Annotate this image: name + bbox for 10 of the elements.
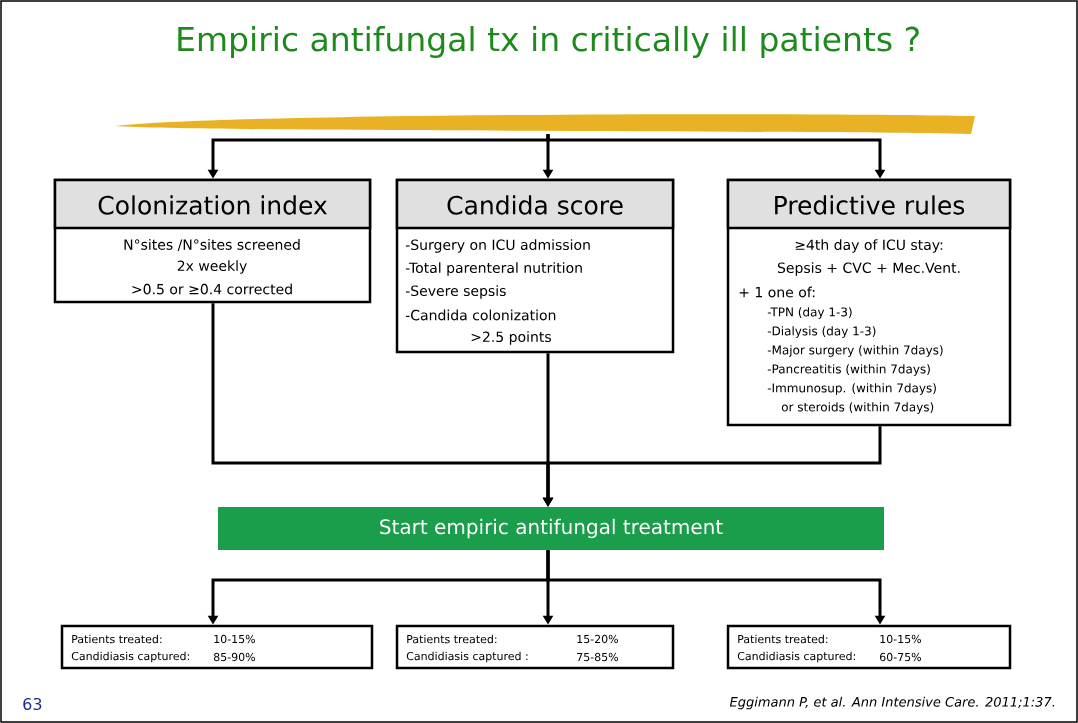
citation: Eggimann P, et al. Ann Intensive Care. 2011;1:37.	[729, 696, 1055, 710]
criteria-box: Predictive rules ≥4th day of ICU stay: Sepsis + CVC + Mec.Vent. + 1 one of: -TPN (day 1-3) -Dialysis (day 1-3) -Major surgery (within 7days) -Pancreatitis (within 7days) -Immunosup. (within 7days) or steroids (within 7days)	[726, 178, 1012, 427]
criteria-box: Colonization index N°sites /N°sites screened 2x weekly >0.5 or ≥0.4 corrected	[53, 178, 372, 304]
action-box: Start empiric antifungal treatment	[218, 507, 884, 550]
result-box: Patients treated: 15-20% Candidiasis captured : 75-85%	[395, 624, 675, 670]
criteria-box: Candida score -Surgery on ICU admission -Total parenteral nutrition -Severe sepsis -Candida colonization >2.5 points	[395, 178, 675, 354]
result-box: Patients treated: 10-15% Candidiasis captured: 85-90%	[60, 624, 374, 670]
page-number: 63	[23, 697, 42, 711]
result-box: Patients treated: 10-15% Candidiasis captured: 60-75%	[726, 624, 1012, 670]
slide-title: Empiric antifungal tx in critically ill patients ?	[178, 26, 919, 58]
